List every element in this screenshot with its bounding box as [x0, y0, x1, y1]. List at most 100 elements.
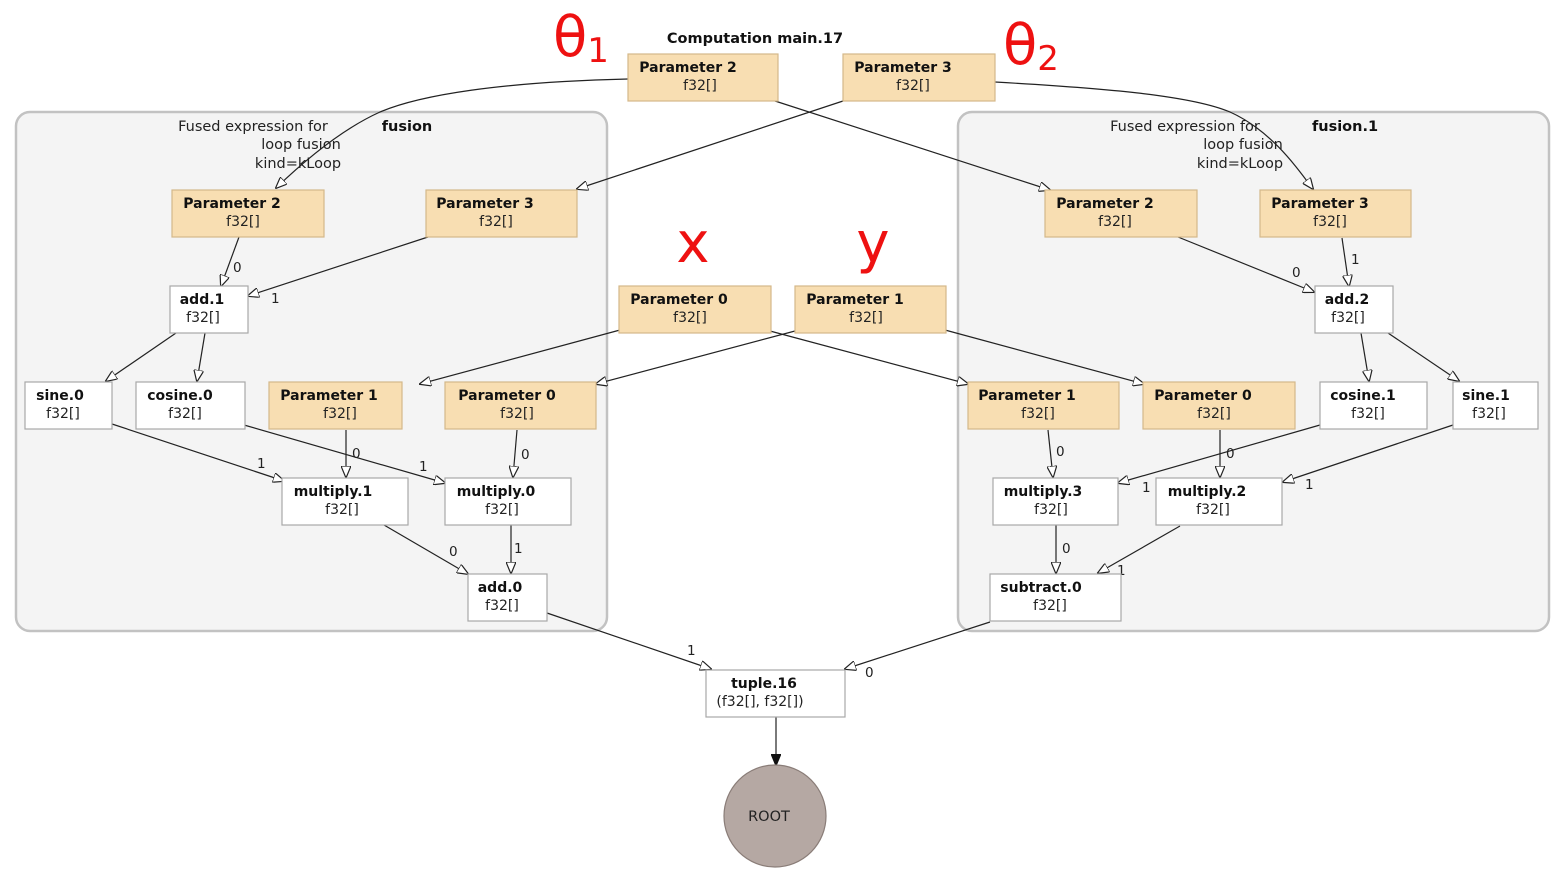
edge-add0-to-tuple	[546, 612, 711, 669]
edge-mul1-to-add0	[383, 524, 468, 574]
edge-sine1-to-mul2	[1283, 424, 1454, 482]
node-fusion-parameter-1[interactable]: Parameter 1 f32[]	[268, 381, 403, 430]
node-top-parameter-2[interactable]: Parameter 2 f32[]	[627, 53, 779, 102]
svg-text:multiply.2: multiply.2	[1168, 484, 1247, 500]
cluster-fusion-1-name: fusion.1	[1312, 119, 1378, 135]
cluster-fusion-1-desc-1: Fused expression for	[1110, 119, 1260, 135]
svg-text:f32[]: f32[]	[323, 406, 357, 422]
node-multiply-2[interactable]: multiply.2 f32[]	[1155, 477, 1283, 526]
node-multiply-0[interactable]: multiply.0 f32[]	[444, 477, 572, 526]
edge-top-param2-to-fusion-param2	[276, 78, 629, 188]
x-annotation: x	[676, 211, 709, 276]
node-sine-0[interactable]: sine.0 f32[]	[24, 381, 113, 430]
svg-text:Parameter 0: Parameter 0	[1154, 388, 1252, 404]
svg-text:f32[]: f32[]	[1197, 406, 1231, 422]
edges	[106, 78, 1459, 765]
svg-text:Parameter 1: Parameter 1	[280, 388, 377, 404]
edge-add2-to-cosine1	[1360, 332, 1369, 381]
cluster-fusion-desc-3: kind=kLoop	[255, 156, 341, 172]
svg-text:f32[]: f32[]	[46, 406, 80, 422]
edge-add2-to-sine1	[1387, 332, 1459, 381]
node-fusion1-parameter-0[interactable]: Parameter 0 f32[]	[1142, 381, 1296, 430]
edge-label: 0	[865, 665, 874, 681]
svg-text:Parameter 2: Parameter 2	[639, 60, 736, 76]
node-fusion1-parameter-3[interactable]: Parameter 3 f32[]	[1259, 189, 1412, 238]
svg-text:f32[]: f32[]	[1351, 406, 1385, 422]
svg-text:f32[]: f32[]	[168, 406, 202, 422]
node-tuple-16[interactable]: tuple.16 (f32[], f32[])	[705, 669, 846, 718]
svg-text:tuple.16: tuple.16	[731, 676, 797, 692]
svg-text:multiply.3: multiply.3	[1004, 484, 1083, 500]
node-cosine-0[interactable]: cosine.0 f32[]	[135, 381, 246, 430]
svg-text:f32[]: f32[]	[896, 78, 930, 94]
svg-text:f32[]: f32[]	[479, 214, 513, 230]
edge-label: 0	[449, 544, 458, 560]
edge-label: 0	[233, 260, 242, 276]
node-root[interactable]: ROOT	[723, 764, 827, 868]
y-annotation: y	[856, 211, 889, 276]
svg-text:ROOT: ROOT	[748, 809, 790, 825]
node-multiply-3[interactable]: multiply.3 f32[]	[992, 477, 1119, 526]
svg-text:f32[]: f32[]	[673, 310, 707, 326]
node-top-parameter-0[interactable]: Parameter 0 f32[]	[618, 285, 772, 334]
node-fusion-parameter-2[interactable]: Parameter 2 f32[]	[171, 189, 325, 238]
computation-title: Computation main.17	[667, 31, 843, 47]
edge-gparam2-to-add2	[1177, 236, 1314, 292]
cluster-fusion-name: fusion	[382, 119, 433, 135]
svg-text:f32[]: f32[]	[325, 502, 359, 518]
edge-mul2-to-sub0	[1098, 525, 1181, 573]
node-sine-1[interactable]: sine.1 f32[]	[1452, 381, 1539, 430]
node-cosine-1[interactable]: cosine.1 f32[]	[1319, 381, 1428, 430]
node-fusion1-parameter-2[interactable]: Parameter 2 f32[]	[1044, 189, 1198, 238]
edge-label: 1	[1142, 480, 1151, 496]
node-add-0[interactable]: add.0 f32[]	[467, 573, 548, 622]
theta1-annotation: θ1	[553, 5, 609, 71]
edge-label: 1	[257, 456, 266, 472]
node-add-2[interactable]: add.2 f32[]	[1314, 285, 1394, 334]
svg-text:f32[]: f32[]	[485, 502, 519, 518]
edge-add1-to-cosine0	[197, 332, 206, 381]
svg-text:f32[]: f32[]	[1472, 406, 1506, 422]
edge-top-param1-to-fusion1-param0	[944, 329, 1144, 384]
svg-text:f32[]: f32[]	[1313, 214, 1347, 230]
edge-top-param1-to-fusion-param0	[596, 330, 796, 384]
svg-text:Parameter 3: Parameter 3	[1271, 196, 1368, 212]
node-fusion-parameter-3[interactable]: Parameter 3 f32[]	[425, 189, 578, 238]
svg-text:f32[]: f32[]	[500, 406, 534, 422]
nodes: Parameter 2 f32[] Parameter 3 f32[] Para…	[24, 53, 1539, 868]
edge-top-param2-to-fusion1-param2	[774, 100, 1050, 190]
node-fusion-parameter-0[interactable]: Parameter 0 f32[]	[444, 381, 597, 430]
node-top-parameter-3[interactable]: Parameter 3 f32[]	[842, 53, 996, 102]
svg-text:f32[]: f32[]	[849, 310, 883, 326]
svg-text:f32[]: f32[]	[1034, 502, 1068, 518]
node-top-parameter-1[interactable]: Parameter 1 f32[]	[794, 285, 947, 334]
edge-labels: 0 1 1 0 1 0 0 1 0 1 0 1 0 1 0 1 1 0	[233, 252, 1360, 681]
edge-gparam3-to-add2	[1341, 237, 1349, 286]
svg-text:(f32[], f32[]): (f32[], f32[])	[716, 694, 803, 710]
svg-text:f32[]: f32[]	[1331, 310, 1365, 326]
edge-label: 1	[1117, 563, 1126, 579]
edge-label: 1	[514, 541, 523, 557]
node-add-1[interactable]: add.1 f32[]	[169, 285, 249, 334]
svg-text:f32[]: f32[]	[186, 310, 220, 326]
edge-cosine1-to-mul3	[1118, 424, 1321, 483]
node-fusion1-parameter-1[interactable]: Parameter 1 f32[]	[967, 381, 1120, 430]
svg-text:f32[]: f32[]	[1033, 598, 1067, 614]
cluster-fusion-1-desc-2: loop fusion	[1203, 137, 1283, 153]
svg-text:subtract.0: subtract.0	[1000, 580, 1082, 596]
edge-top-param3-to-fusion-param3	[577, 100, 844, 189]
svg-text:multiply.1: multiply.1	[294, 484, 373, 500]
edge-fparam3-to-add1	[248, 236, 429, 296]
edge-gparam1-to-mul3	[1048, 429, 1053, 477]
node-multiply-1[interactable]: multiply.1 f32[]	[281, 477, 409, 526]
svg-text:f32[]: f32[]	[226, 214, 260, 230]
node-subtract-0[interactable]: subtract.0 f32[]	[989, 573, 1122, 622]
svg-text:Parameter 1: Parameter 1	[806, 292, 903, 308]
edge-label: 1	[687, 643, 696, 659]
edge-add1-to-sine0	[106, 332, 177, 381]
theta2-annotation: θ2	[1003, 13, 1059, 79]
edge-cosine0-to-mul0	[243, 424, 445, 483]
edge-label: 0	[521, 447, 530, 463]
edge-label: 0	[1226, 446, 1235, 462]
